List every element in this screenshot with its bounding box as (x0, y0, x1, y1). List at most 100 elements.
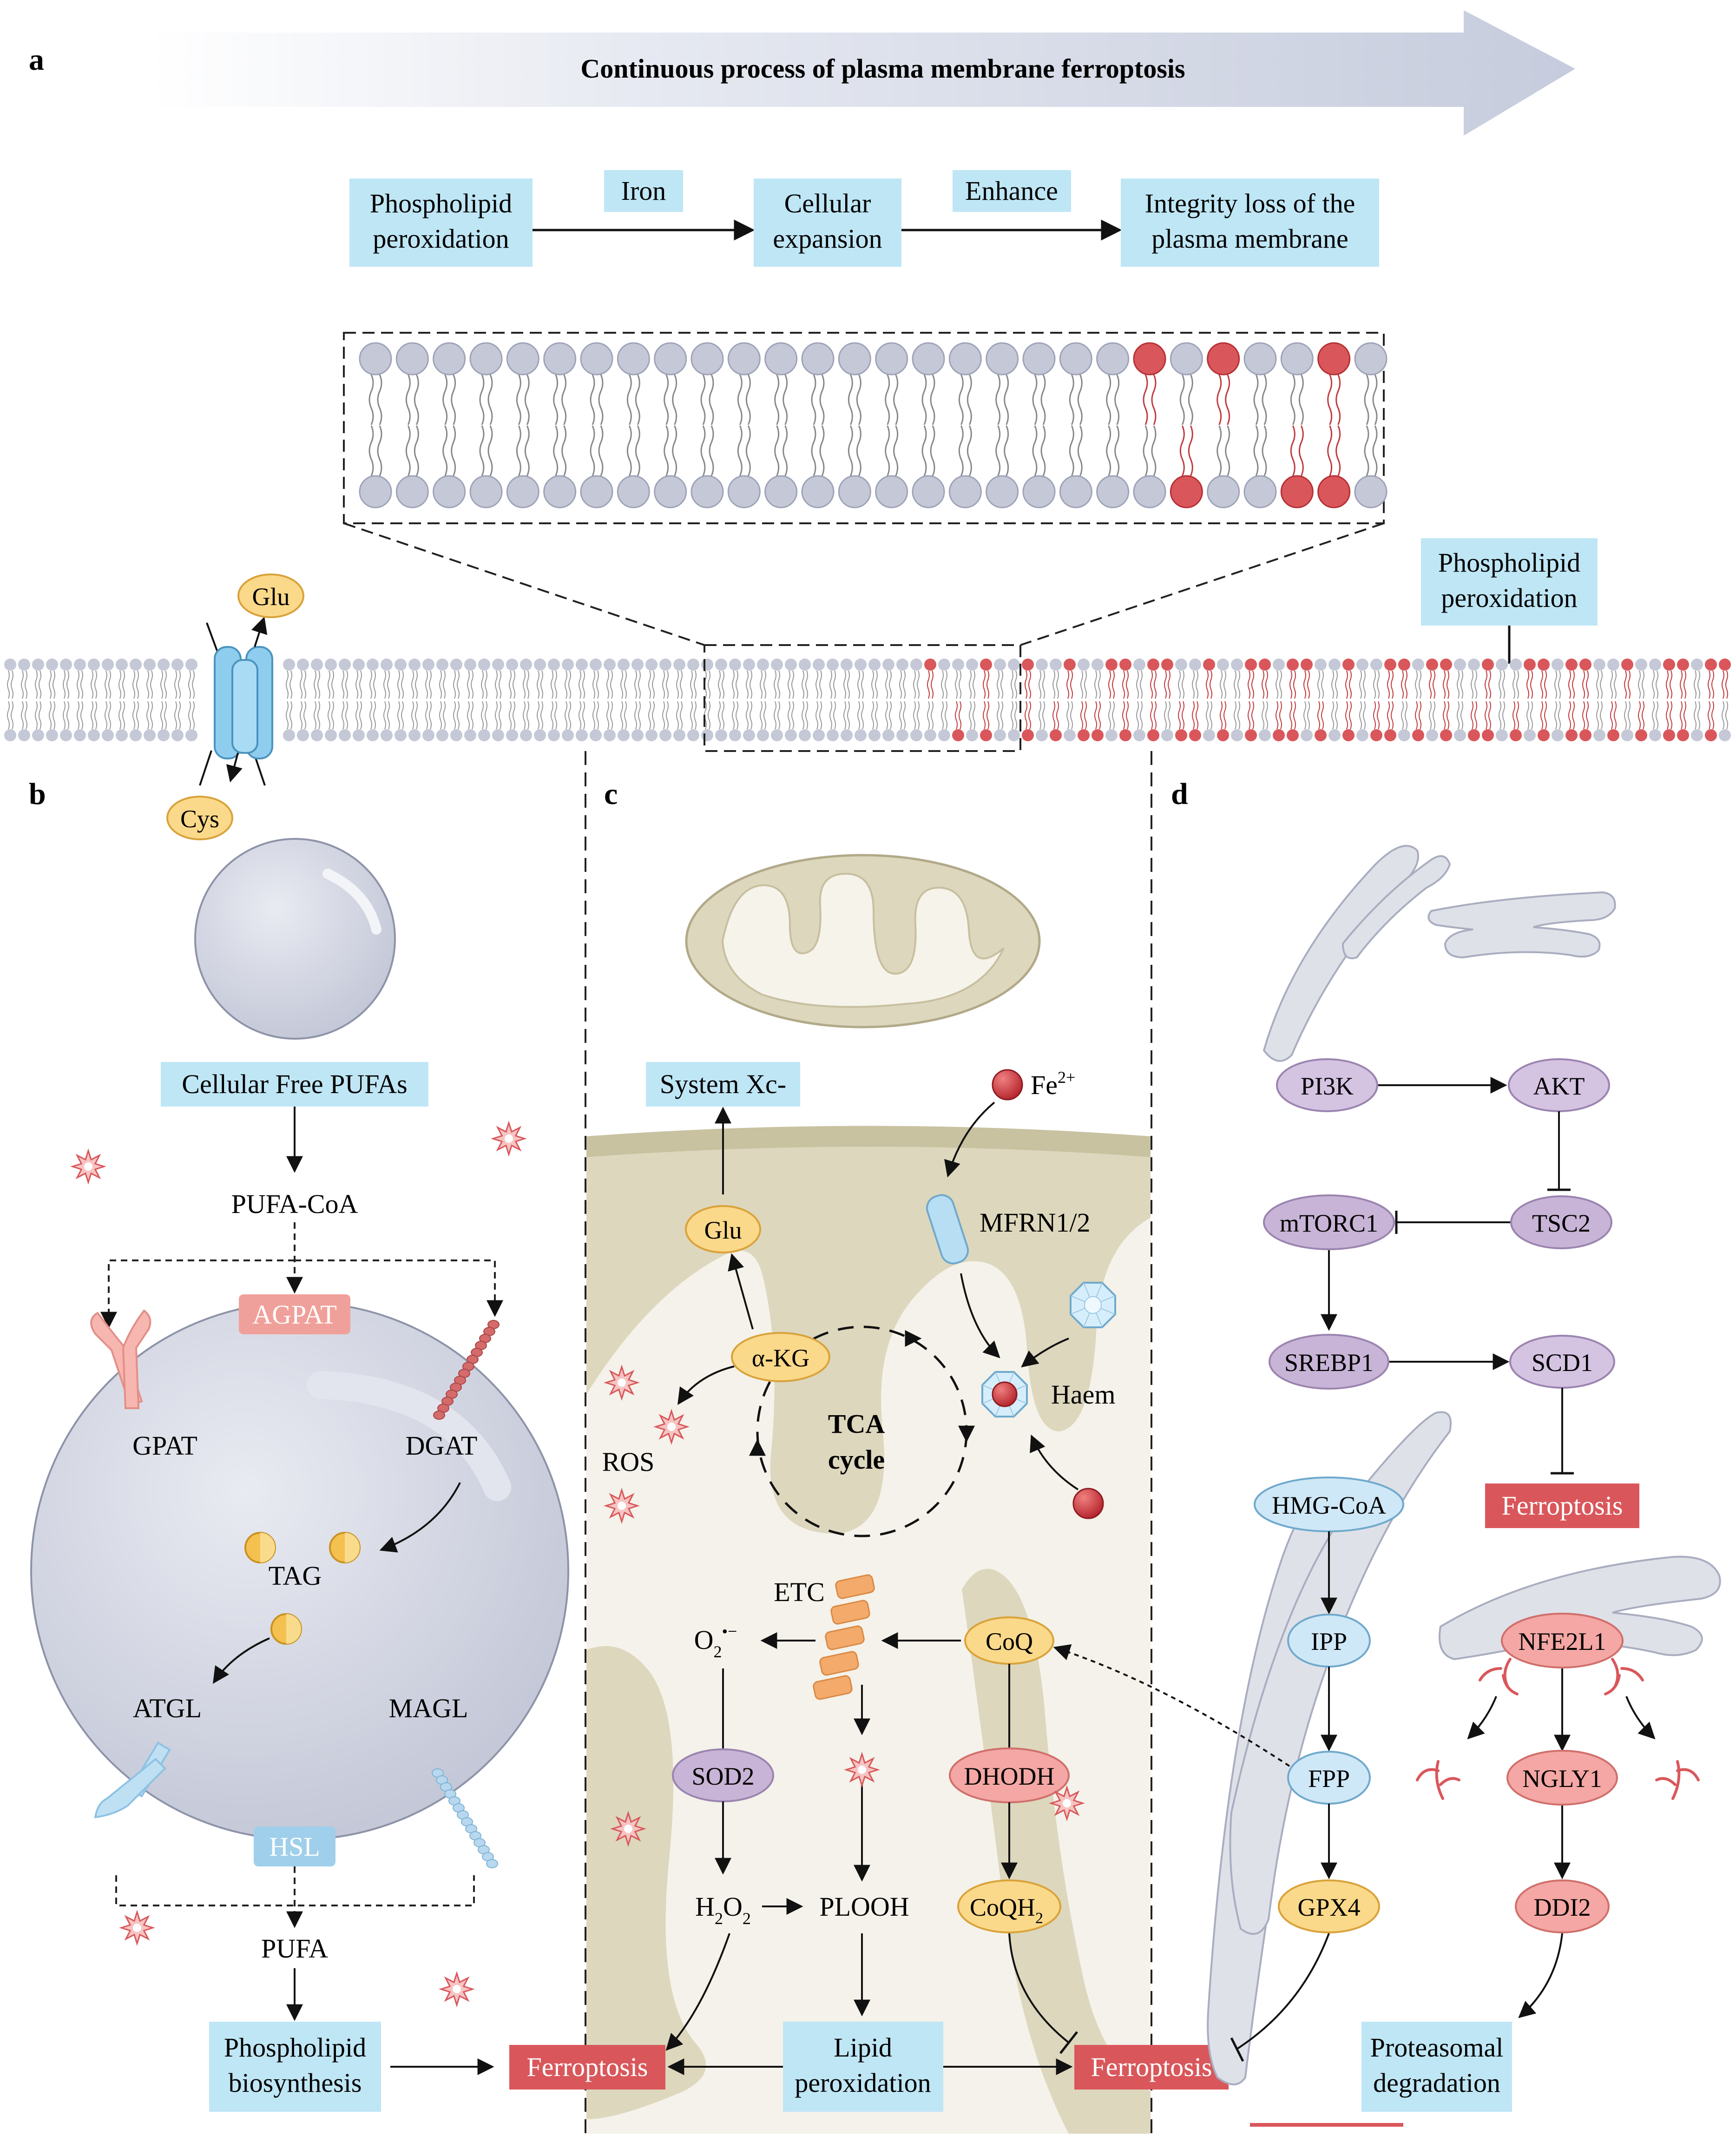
membrane-tail-top (997, 670, 1000, 699)
membrane-tail-top (439, 670, 442, 699)
pi3k-node-label: PI3K (1301, 1072, 1354, 1100)
glu-node-c (685, 1205, 761, 1253)
box-pl-biosynthesis-line2: biosynthesis (229, 2068, 362, 2098)
lipid-tail-bottom (1262, 425, 1267, 476)
membrane-head-top (562, 659, 574, 671)
lipid-tail-top (414, 374, 419, 425)
membrane-tail-top (861, 670, 864, 699)
membrane-tail-top (565, 670, 567, 699)
flow-box1-line2: peroxidation (373, 224, 509, 254)
mtorc1-node (1263, 1194, 1395, 1250)
membrane-tail-top (286, 670, 289, 699)
mfrn-transporter-shape (926, 1194, 969, 1265)
membrane-tail-top (579, 670, 581, 699)
lipid-head-top (1022, 342, 1056, 376)
membrane-head-top (1133, 659, 1145, 671)
tca-label-line1: TCA (828, 1409, 885, 1439)
lipid-tail-bottom (774, 425, 780, 476)
dhodh-node-label: DHODH (964, 1762, 1055, 1790)
membrane-tail-top (94, 670, 97, 699)
membrane-tail-bottom (1262, 701, 1264, 730)
membrane-tail-bottom (1014, 701, 1017, 730)
membrane-tail-top (1223, 670, 1226, 699)
gpx4-node (1278, 1879, 1380, 1933)
akg-node-label: α-KG (752, 1344, 809, 1372)
membrane-tail-top (178, 670, 181, 699)
lipid-tail-bottom (1298, 425, 1304, 476)
membrane-tail-top (1363, 670, 1366, 699)
membrane-head-bottom (1231, 729, 1243, 741)
box-hsl-text: HSL (269, 1832, 320, 1862)
membrane-tail-bottom (676, 701, 679, 730)
membrane-tail-bottom (286, 701, 289, 730)
membrane-zoom-region (704, 644, 1021, 752)
membrane-head-bottom (1412, 729, 1424, 741)
membrane-tail-top (1554, 670, 1557, 699)
lipid-tail-bottom (1364, 425, 1369, 476)
lipid-tail-bottom (1106, 425, 1111, 476)
lipid-tail-bottom (1143, 425, 1148, 476)
membrane-tail-top (554, 670, 557, 699)
membrane-tail-bottom (1196, 701, 1198, 730)
box-system-xc-text: System Xc- (660, 1069, 786, 1099)
membrane-head-top (1147, 659, 1159, 671)
membrane-tail-bottom (1711, 701, 1714, 730)
membrane-tail-bottom (369, 701, 372, 730)
membrane-head-bottom (18, 729, 30, 741)
membrane-head-top (60, 659, 72, 671)
membrane-head-top (799, 659, 811, 671)
membrane-tail-bottom (666, 701, 669, 730)
membrane-tail-top (1387, 670, 1390, 699)
membrane-tail-bottom (732, 701, 735, 730)
membrane-tail-bottom (355, 701, 358, 730)
lipid-head-bottom (1096, 475, 1130, 508)
membrane-tail-bottom (791, 701, 794, 730)
membrane-tail-bottom (39, 701, 41, 730)
membrane-tail-bottom (1447, 701, 1449, 730)
membrane-tail-bottom (1234, 701, 1236, 730)
membrane-head-top (422, 659, 434, 671)
membrane-tail-bottom (132, 701, 135, 730)
membrane-head-bottom (952, 729, 964, 741)
membrane-tail-top (1052, 670, 1055, 699)
lipid-tail-bottom (1114, 425, 1120, 476)
membrane-head-top (1496, 659, 1508, 671)
membrane-tail-bottom (1387, 701, 1390, 730)
haem-ring-center (1084, 1296, 1102, 1314)
membrane-tail-bottom (1638, 701, 1641, 730)
membrane-tail-top (499, 670, 501, 699)
membrane-head-bottom (896, 729, 908, 741)
membrane-head-top (158, 659, 170, 671)
membrane-head-bottom (74, 729, 86, 741)
membrane-tail-top (788, 670, 790, 699)
large-droplet-highlight (307, 1371, 511, 1501)
lipid-tail-top (1298, 374, 1304, 425)
membrane-tail-bottom (1080, 701, 1083, 730)
membrane-tail-top (1108, 670, 1111, 699)
membrane-head-bottom (534, 729, 546, 741)
ros-star-core (618, 1378, 626, 1387)
lipid-head-top (764, 342, 798, 376)
membrane-tail-bottom (1499, 701, 1501, 730)
membrane-tail-bottom (1582, 701, 1585, 730)
membrane-tail-bottom (485, 701, 487, 730)
membrane-head-bottom (1050, 729, 1062, 741)
membrane-head-bottom (1301, 729, 1313, 741)
membrane-tail-bottom (1112, 701, 1115, 730)
lipid-tail-bottom (1188, 425, 1193, 476)
membrane-tail-top (1694, 670, 1697, 699)
membrane-tail-bottom (1223, 701, 1226, 730)
membrane-head-top (185, 659, 197, 671)
membrane-head-top (645, 659, 658, 671)
membrane-head-top (1454, 659, 1466, 671)
membrane-head-bottom (687, 729, 699, 741)
membrane-tail-top (355, 670, 358, 699)
membrane-tail-bottom (537, 701, 539, 730)
membrane-tail-bottom (160, 701, 163, 730)
membrane-tail-top (732, 670, 735, 699)
membrane-tail-top (1122, 670, 1125, 699)
label-iron-text: Iron (621, 176, 666, 206)
membrane-head-top (896, 659, 908, 671)
membrane-head-top (980, 659, 992, 671)
membrane-tail-bottom (523, 701, 526, 730)
